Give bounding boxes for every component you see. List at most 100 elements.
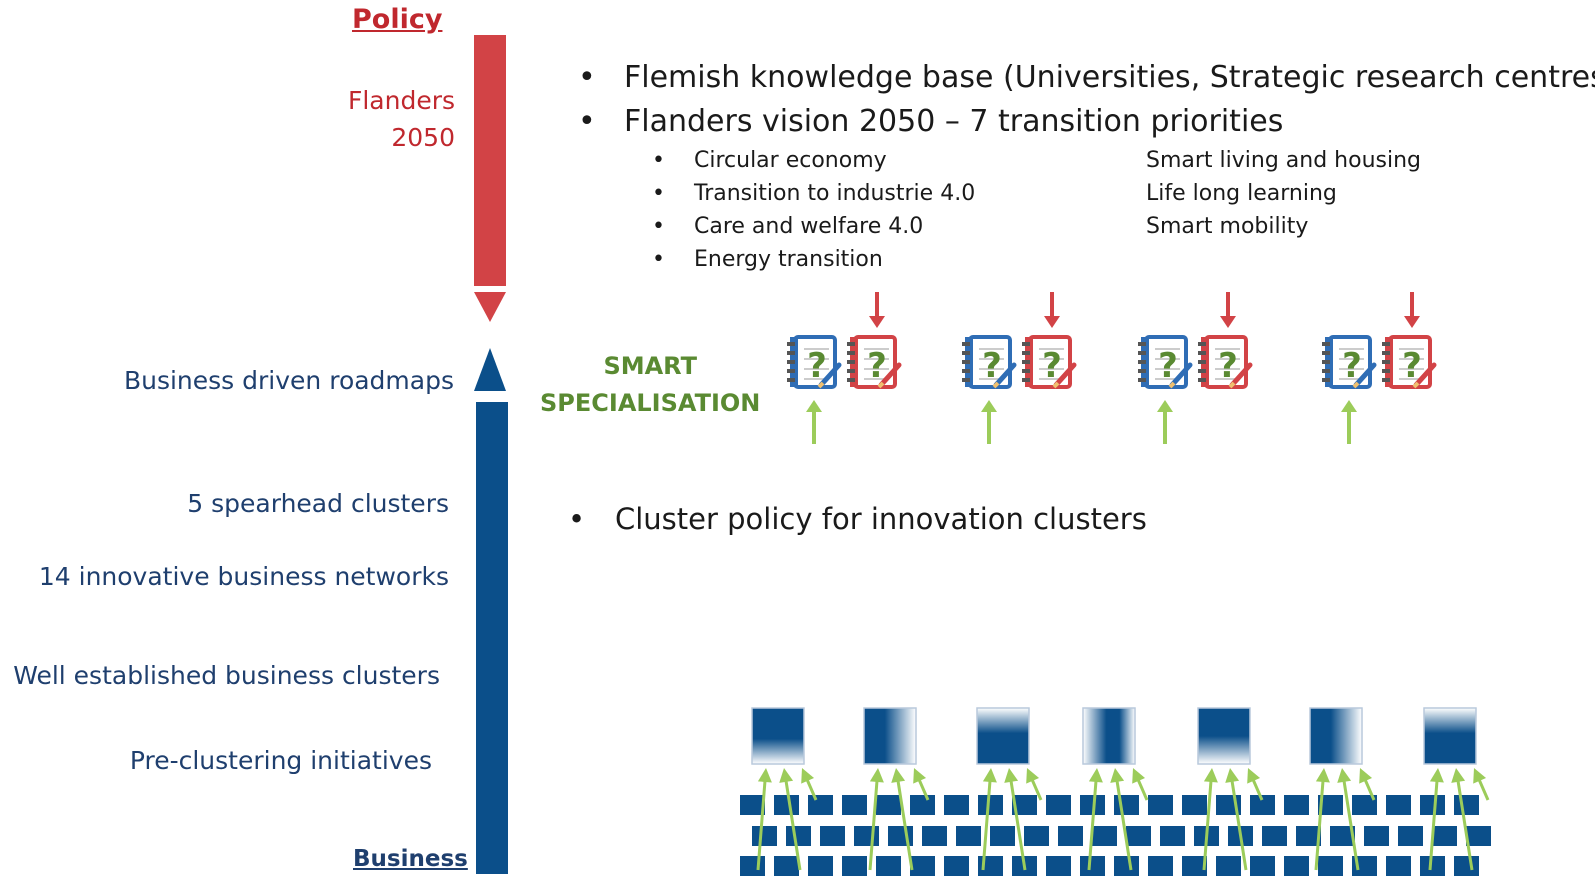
svg-text:?: ? <box>1342 346 1362 386</box>
bullet-vision-text: Flanders vision 2050 – 7 transition prio… <box>624 104 1284 139</box>
svg-text:?: ? <box>1402 346 1422 386</box>
priorities-left-list: •Circular economy •Transition to industr… <box>652 148 975 280</box>
label-preclustering: Pre-clustering initiatives <box>129 746 432 775</box>
network-tile <box>808 856 833 876</box>
notebook-question-icon: ? <box>1022 335 1077 389</box>
priority-item: Smart living and housing <box>1146 148 1422 173</box>
priorities-right-list: Smart living and housing Life long learn… <box>1146 148 1421 247</box>
priority-item: •Energy transition <box>652 247 883 272</box>
network-tile <box>1318 856 1343 876</box>
label-spearhead-clusters: 5 spearhead clusters <box>187 489 449 518</box>
cluster-squares <box>751 707 1477 765</box>
network-tile <box>1454 795 1479 815</box>
network-tile <box>910 795 935 815</box>
label-innovative-networks: 14 innovative business networks <box>38 562 449 591</box>
network-tile <box>740 856 765 876</box>
network-tile <box>978 856 1003 876</box>
main-bullet-list: • Flemish knowledge base (Universities, … <box>578 60 1595 148</box>
network-tile <box>1262 826 1287 846</box>
network-tile <box>1012 795 1037 815</box>
bullet-dot: • <box>578 60 596 95</box>
network-tile <box>922 826 947 846</box>
network-tile <box>1466 826 1491 846</box>
network-tile <box>956 826 981 846</box>
network-tile <box>842 795 867 815</box>
network-tile <box>1148 795 1173 815</box>
flanders-line1: Flanders <box>347 86 455 115</box>
network-tile <box>1284 856 1309 876</box>
bullet-vision: • Flanders vision 2050 – 7 transition pr… <box>578 104 1595 148</box>
cluster-square-icon <box>1082 707 1136 765</box>
network-tile <box>1352 856 1377 876</box>
notebook-question-icon: ? <box>1198 335 1253 389</box>
notebook-question-icon: ? <box>1382 335 1437 389</box>
business-arrowhead <box>474 348 506 391</box>
network-tile <box>1024 826 1049 846</box>
network-tile <box>1080 856 1105 876</box>
network-tile <box>910 856 935 876</box>
network-tile <box>1420 795 1445 815</box>
bullet-dot: • <box>568 502 586 536</box>
network-tile <box>944 856 969 876</box>
cluster-square-icon <box>1309 707 1363 765</box>
network-tile <box>842 856 867 876</box>
network-tile <box>1250 856 1275 876</box>
network-tile <box>1352 795 1377 815</box>
network-tile <box>1454 856 1479 876</box>
network-tile <box>978 795 1003 815</box>
network-tile <box>774 795 799 815</box>
network-tile <box>1092 826 1117 846</box>
network-tile <box>752 826 777 846</box>
cluster-square-icon <box>1423 707 1477 765</box>
cluster-square-icon <box>976 707 1030 765</box>
network-tile <box>820 826 845 846</box>
network-tile <box>1080 795 1105 815</box>
notebook-question-icon: ? <box>787 335 842 389</box>
network-tile <box>1160 826 1185 846</box>
network-tile <box>944 795 969 815</box>
network-tile <box>1296 826 1321 846</box>
bullet-dot: • <box>578 104 596 139</box>
label-established-clusters: Well established business clusters <box>13 661 440 690</box>
priority-item: •Circular economy <box>652 148 887 173</box>
network-tile <box>990 826 1015 846</box>
business-title: Business <box>353 846 468 872</box>
policy-bar <box>474 35 506 286</box>
network-tile <box>786 826 811 846</box>
network-tile <box>774 856 799 876</box>
network-tile <box>1386 795 1411 815</box>
notebook-groups: ???????? <box>787 292 1437 444</box>
network-tile <box>1182 795 1207 815</box>
notebook-question-icon: ? <box>847 335 902 389</box>
policy-title: Policy <box>352 4 443 35</box>
priority-item: •Transition to industrie 4.0 <box>652 181 976 206</box>
network-tile <box>1046 795 1071 815</box>
network-tile <box>1216 856 1241 876</box>
network-tile <box>1046 856 1071 876</box>
smart-line2: SPECIALISATION <box>540 389 761 417</box>
smart-line1: SMART <box>603 352 697 380</box>
network-tile <box>1114 795 1139 815</box>
svg-text:?: ? <box>807 346 827 386</box>
bullet-cluster-policy-text: Cluster policy for innovation clusters <box>615 502 1147 536</box>
network-tile <box>1398 826 1423 846</box>
policy-arrowhead <box>474 292 506 322</box>
network-tile <box>1058 826 1083 846</box>
network-tile <box>1432 826 1457 846</box>
svg-text:?: ? <box>982 346 1002 386</box>
network-tile <box>1284 795 1309 815</box>
cluster-square-icon <box>1197 707 1251 765</box>
network-arrows <box>756 768 1490 871</box>
network-tile <box>808 795 833 815</box>
notebook-question-icon: ? <box>1322 335 1377 389</box>
cluster-square-icon <box>751 707 805 765</box>
network-tile <box>1330 826 1355 846</box>
priority-item: Life long learning <box>1146 181 1337 206</box>
priority-item: •Care and welfare 4.0 <box>652 214 924 239</box>
network-tile <box>854 826 879 846</box>
network-tile <box>1182 856 1207 876</box>
network-tiles <box>740 795 1491 876</box>
business-bar <box>476 402 508 874</box>
svg-text:?: ? <box>867 346 887 386</box>
